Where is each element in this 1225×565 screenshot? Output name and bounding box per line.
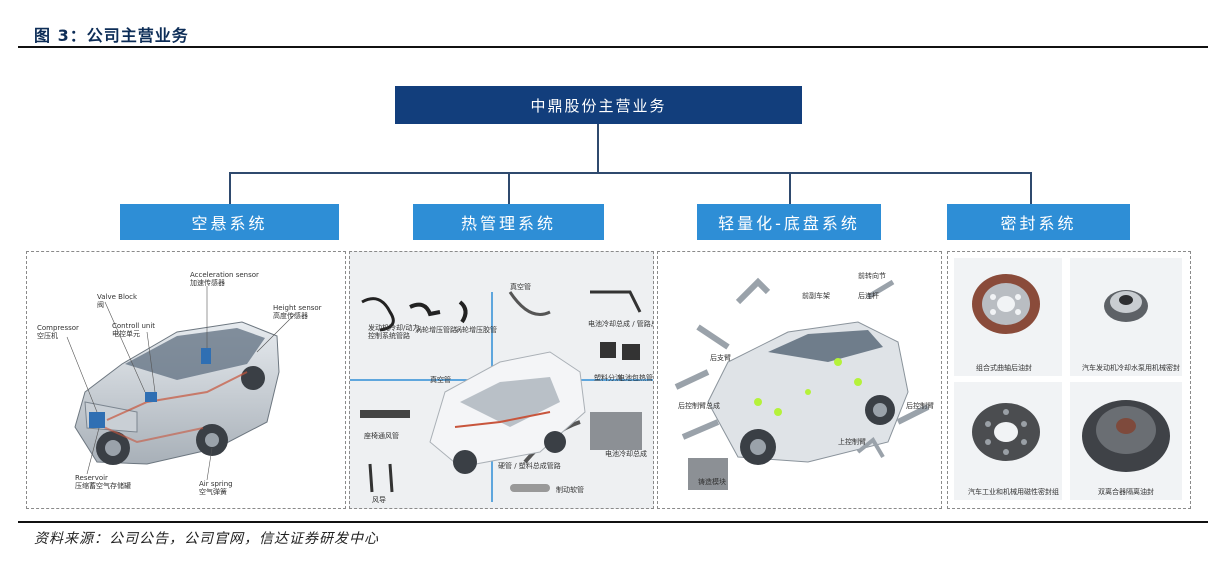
category-sealing: 密封系统 xyxy=(947,204,1130,240)
sealing-products-image xyxy=(954,258,1182,500)
label-thermal-5: 电池冷却总成 / 管路总成 xyxy=(588,320,653,328)
source-note: 资料来源：公司公告，公司官网，信达证券研发中心 xyxy=(34,531,379,547)
label-thermal-1: 发动机冷却/动力 控制系统管路 xyxy=(368,324,420,340)
label-chassis-3: 后连杆 xyxy=(858,292,879,300)
chassis-car-image xyxy=(674,277,930,490)
connector-3 xyxy=(789,172,791,204)
label-thermal-3: 涡轮增压胶管 xyxy=(455,326,497,334)
label-chassis-5: 后控制臂总成 xyxy=(678,402,720,410)
label-chassis-8: 铸造模块 xyxy=(698,478,726,486)
category-thermal: 热管理系统 xyxy=(413,204,604,240)
label-chassis-4: 后支臂 xyxy=(710,354,731,362)
label-thermal-13: 制动软管 xyxy=(556,486,584,494)
top-rule xyxy=(18,46,1208,48)
connector-1 xyxy=(229,172,231,204)
label-seal-2: 汽车发动机冷却水泵用机械密封 xyxy=(1082,364,1180,372)
label-thermal-8: 电池包热管理系统 xyxy=(618,374,653,382)
label-thermal-4: 真空管 xyxy=(510,283,531,291)
bottom-rule xyxy=(18,521,1208,523)
thermal-products-image xyxy=(350,290,653,502)
category-chassis: 轻量化-底盘系统 xyxy=(697,204,881,240)
air-suspension-car-image xyxy=(66,286,296,481)
label-chassis-7: 上控制臂 xyxy=(838,438,866,446)
panel-thermal: 发动机冷却/动力 控制系统管路 涡轮增压管路 涡轮增压胶管 真空管 电池冷却总成… xyxy=(349,251,654,509)
label-thermal-10: 硬管 / 塑料总成管路 xyxy=(498,462,561,470)
label-thermal-9: 座椅通风管 xyxy=(364,432,399,440)
label-thermal-11: 电池冷却总成 xyxy=(605,450,647,458)
label-seal-3: 汽车工业和机械用磁性密封组 xyxy=(968,488,1059,496)
label-thermal-2: 涡轮增压管路 xyxy=(415,326,457,334)
label-chassis-2: 前转向节 xyxy=(858,272,886,280)
root-node: 中鼎股份主营业务 xyxy=(395,86,802,124)
label-thermal-12: 风导 xyxy=(372,496,386,504)
label-chassis-1: 前副车架 xyxy=(802,292,830,300)
connector-root xyxy=(597,124,599,173)
label-chassis-6: 后控制臂 xyxy=(906,402,934,410)
panel-chassis: 前副车架 前转向节 后连杆 后支臂 后控制臂总成 后控制臂 上控制臂 铸造模块 xyxy=(657,251,942,509)
label-thermal-7: 塑料分流 xyxy=(594,374,622,382)
connector-4 xyxy=(1030,172,1032,204)
connector-2 xyxy=(508,172,510,204)
label-thermal-6: 真空管 xyxy=(430,376,451,384)
category-air-suspension: 空悬系统 xyxy=(120,204,339,240)
label-seal-4: 双离合器隔离油封 xyxy=(1098,488,1154,496)
label-seal-1: 组合式曲轴后油封 xyxy=(976,364,1032,372)
connector-horizontal xyxy=(229,172,1032,174)
panel-sealing: 组合式曲轴后油封 汽车发动机冷却水泵用机械密封 汽车工业和机械用磁性密封组 双离… xyxy=(947,251,1191,509)
figure-title: 图 3：公司主营业务 xyxy=(34,26,189,45)
